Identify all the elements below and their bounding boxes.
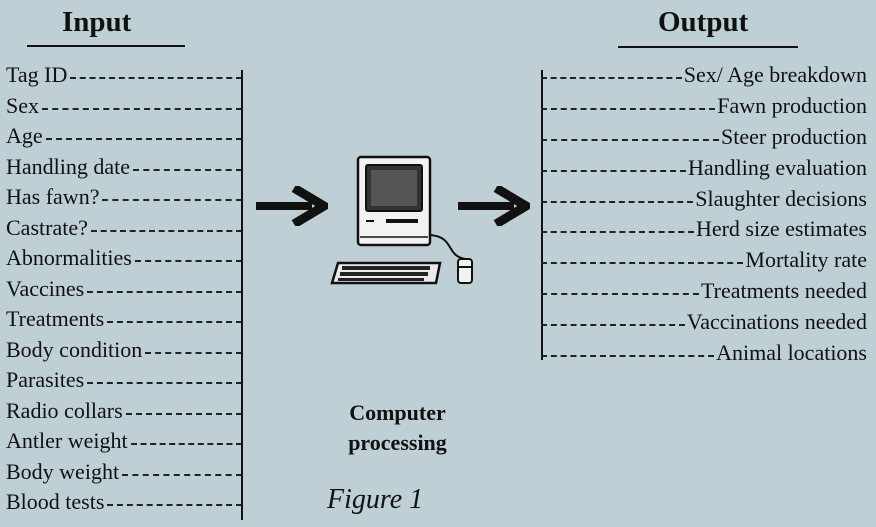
leader-line xyxy=(42,107,242,110)
leader-line xyxy=(541,354,715,357)
input-heading: Input xyxy=(62,6,132,38)
input-item-label: Radio collars xyxy=(6,397,123,423)
leader-line xyxy=(541,77,682,80)
output-item: Slaughter decisions xyxy=(541,183,867,214)
input-item: Antler weight xyxy=(6,426,242,457)
output-item-label: Slaughter decisions xyxy=(695,185,867,211)
output-bracket-line xyxy=(541,70,543,360)
output-item: Vaccinations needed xyxy=(541,306,867,337)
leader-line xyxy=(541,169,686,172)
output-item-label: Handling evaluation xyxy=(687,154,867,180)
input-item-label: Castrate? xyxy=(6,214,88,240)
leader-line xyxy=(145,351,242,354)
caption-line-2: processing xyxy=(348,430,447,455)
output-item: Sex/ Age breakdown xyxy=(541,60,867,91)
input-item: Radio collars xyxy=(6,396,242,427)
output-item: Steer production xyxy=(541,122,867,153)
output-item-label: Sex/ Age breakdown xyxy=(683,62,867,88)
leader-line xyxy=(130,443,242,446)
input-item-label: Antler weight xyxy=(6,428,128,454)
output-list: Sex/ Age breakdown Fawn production Steer… xyxy=(541,60,867,368)
output-item: Mortality rate xyxy=(541,245,867,276)
leader-line xyxy=(107,321,242,324)
input-item-label: Abnormalities xyxy=(6,245,132,271)
input-item-label: Body weight xyxy=(6,458,120,484)
input-item-label: Body condition xyxy=(6,336,143,362)
output-item-label: Animal locations xyxy=(716,339,867,365)
output-item-label: Mortality rate xyxy=(745,247,867,273)
output-item-label: Steer production xyxy=(720,123,867,149)
leader-line xyxy=(125,412,242,415)
leader-line xyxy=(541,323,685,326)
input-item: Tag ID xyxy=(6,60,242,91)
input-list: Tag ID Sex Age Handling date Has fawn? C… xyxy=(6,60,242,518)
input-item: Sex xyxy=(6,91,242,122)
output-item-label: Fawn production xyxy=(717,93,867,119)
input-item-label: Has fawn? xyxy=(6,184,100,210)
output-item: Animal locations xyxy=(541,337,867,368)
leader-line xyxy=(134,260,242,263)
output-item: Herd size estimates xyxy=(541,214,867,245)
input-item-label: Treatments xyxy=(6,306,105,332)
leader-line xyxy=(541,262,744,265)
input-item: Parasites xyxy=(6,365,242,396)
right-arrow-icon xyxy=(458,186,530,226)
leader-line xyxy=(45,138,242,141)
leader-line xyxy=(541,108,716,111)
input-heading-underline xyxy=(27,45,185,47)
input-item: Vaccines xyxy=(6,274,242,305)
leader-line xyxy=(541,292,700,295)
leader-line xyxy=(90,229,242,232)
figure-label: Figure 1 xyxy=(327,484,424,515)
leader-line xyxy=(87,382,242,385)
output-item: Treatments needed xyxy=(541,276,867,307)
input-item-label: Handling date xyxy=(6,153,131,179)
output-heading: Output xyxy=(658,6,749,38)
input-item: Body condition xyxy=(6,335,242,366)
input-item: Blood tests xyxy=(6,487,242,518)
input-item: Treatments xyxy=(6,304,242,335)
leader-line xyxy=(87,290,242,293)
input-item: Has fawn? xyxy=(6,182,242,213)
input-item: Body weight xyxy=(6,457,242,488)
computer-caption: Computer processing xyxy=(320,398,475,458)
caption-line-1: Computer xyxy=(349,400,446,425)
leader-line xyxy=(107,504,242,507)
input-item-label: Tag ID xyxy=(6,62,68,88)
leader-line xyxy=(541,138,719,141)
computer-icon xyxy=(330,155,473,285)
output-item-label: Herd size estimates xyxy=(695,216,867,242)
output-item: Handling evaluation xyxy=(541,152,867,183)
output-item-label: Vaccinations needed xyxy=(686,308,867,334)
input-item: Abnormalities xyxy=(6,243,242,274)
leader-line xyxy=(70,77,242,80)
input-item: Age xyxy=(6,121,242,152)
leader-line xyxy=(541,231,694,234)
input-item-label: Blood tests xyxy=(6,489,105,515)
input-bracket-line xyxy=(241,70,243,520)
input-item: Castrate? xyxy=(6,213,242,244)
output-heading-underline xyxy=(618,46,798,48)
leader-line xyxy=(541,200,694,203)
input-item-label: Sex xyxy=(6,92,39,118)
input-item-label: Age xyxy=(6,123,43,149)
leader-line xyxy=(133,168,242,171)
leader-line xyxy=(122,473,242,476)
input-item-label: Vaccines xyxy=(6,275,85,301)
leader-line xyxy=(102,199,242,202)
right-arrow-icon xyxy=(256,186,328,226)
input-item: Handling date xyxy=(6,152,242,183)
output-item: Fawn production xyxy=(541,91,867,122)
output-item-label: Treatments needed xyxy=(701,277,867,303)
input-item-label: Parasites xyxy=(6,367,85,393)
